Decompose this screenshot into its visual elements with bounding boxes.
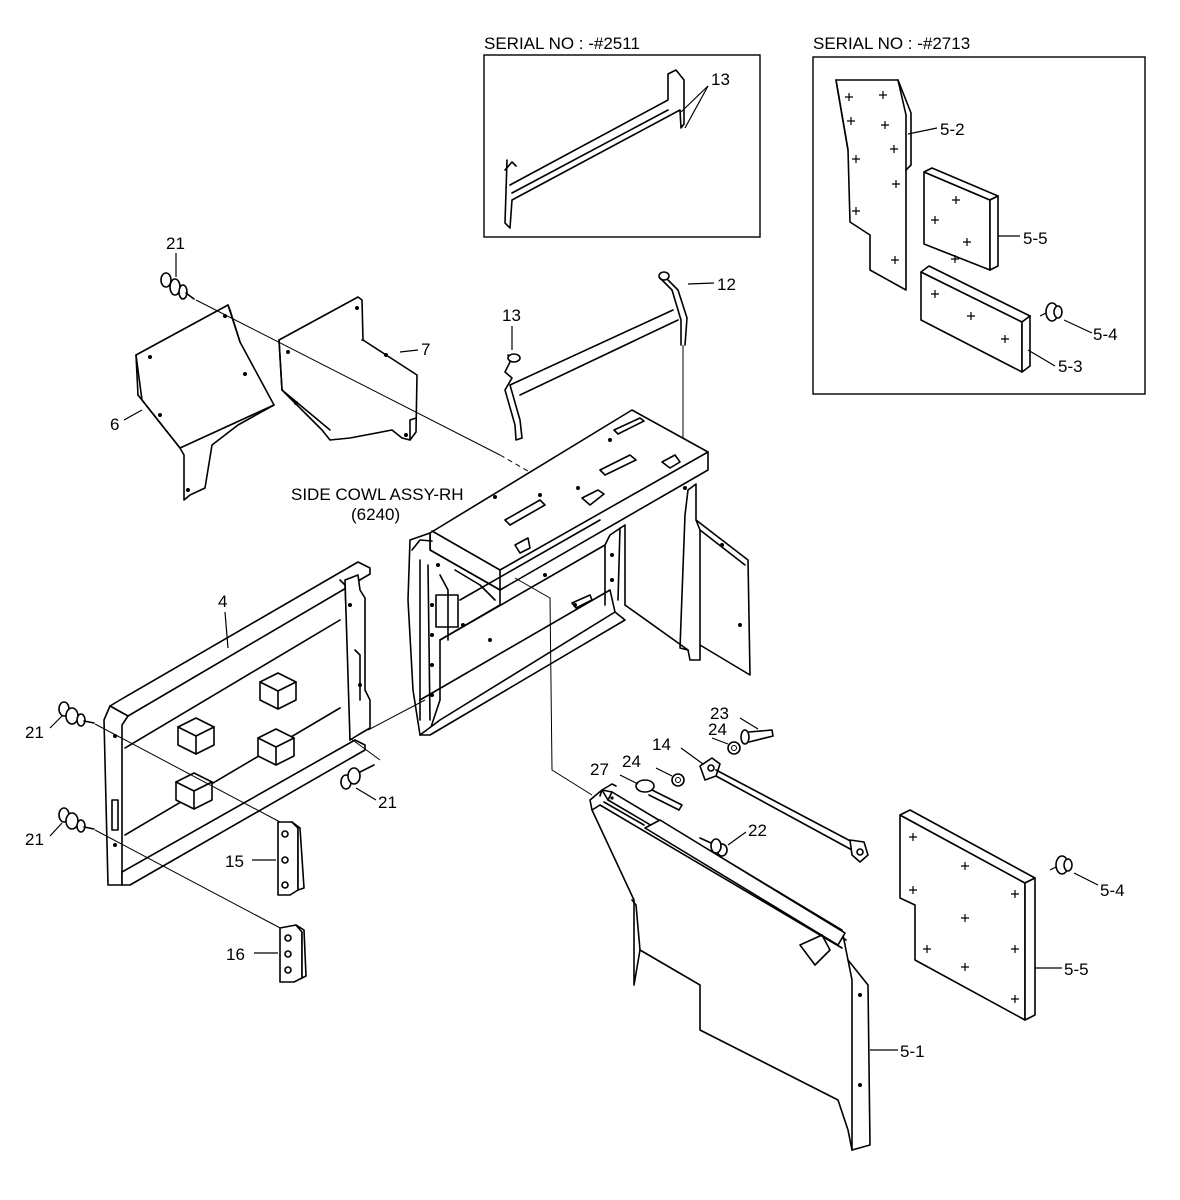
callout-5-1: 5-1 [900, 1042, 925, 1061]
part-13-rod [504, 309, 679, 441]
serial-label-2511: SERIAL NO : -#2511 [484, 34, 640, 53]
part-27-pin [619, 774, 683, 811]
part-21-bolt-right [340, 737, 381, 801]
callout-5-5-b: 5-5 [1064, 960, 1089, 979]
callout-15: 15 [225, 852, 244, 871]
callout-24-a: 24 [708, 720, 727, 739]
part-12-rod [658, 271, 715, 460]
callout-5-5-a: 5-5 [1023, 229, 1048, 248]
part-16-bracket [254, 924, 307, 983]
callout-5-4-b: 5-4 [1100, 881, 1125, 900]
part-5-1-cover [589, 783, 898, 1151]
part-4-plate [103, 561, 371, 886]
callout-16: 16 [226, 945, 245, 964]
callout-4: 4 [218, 592, 227, 611]
part-15-bracket [252, 821, 305, 896]
part-7-bracket [278, 296, 419, 441]
callout-21-right: 21 [378, 793, 397, 812]
callout-24-b: 24 [622, 752, 641, 771]
part-21-bolt-left-a [49, 701, 281, 823]
part-5-5-pad-small [923, 167, 999, 271]
part-23-bolt [739, 717, 774, 745]
callout-5-2: 5-2 [940, 120, 965, 139]
callout-13-a: 13 [711, 70, 730, 89]
callout-5-4-a: 5-4 [1093, 325, 1118, 344]
callout-6: 6 [110, 415, 119, 434]
callout-23: 23 [710, 704, 729, 723]
part-4-cube-2 [177, 717, 215, 755]
part-5-2-pad [835, 79, 912, 291]
part-4-cube-3 [257, 728, 295, 766]
serial-box-2713: SERIAL NO : -#2713 [812, 34, 1146, 395]
part-6-bracket [123, 304, 275, 501]
serial-label-2713: SERIAL NO : -#2713 [813, 34, 970, 53]
callout-22: 22 [748, 821, 767, 840]
part-4-cube-1 [259, 672, 297, 710]
callout-5-3: 5-3 [1058, 357, 1083, 376]
callout-21-top: 21 [166, 234, 185, 253]
part-21-bolt-top [160, 253, 195, 300]
callout-13-b: 13 [502, 306, 521, 325]
part-24-washer-a [711, 737, 741, 755]
part-5-3-pad [920, 265, 1031, 373]
callout-12: 12 [717, 275, 736, 294]
side-cowl-frame [407, 409, 751, 736]
part-24-washer-b [655, 767, 685, 787]
callout-7: 7 [421, 340, 430, 359]
part-21-bolt-left-b [49, 807, 285, 931]
assembly-code: (6240) [351, 505, 400, 524]
part-5-5-pad-large [899, 809, 1062, 1021]
callout-21-left-a: 21 [25, 723, 44, 742]
part-5-4-knob-a [1039, 302, 1063, 322]
serial-box-2511: SERIAL NO : -#2511 [483, 34, 761, 238]
callout-27: 27 [590, 760, 609, 779]
part-4-cube-4 [175, 772, 213, 810]
part-22-bolt [699, 831, 747, 857]
part-14-stay [680, 747, 869, 863]
assembly-name: SIDE COWL ASSY-RH [291, 485, 464, 504]
part-5-4-knob-b [1049, 855, 1099, 886]
callout-21-left-b: 21 [25, 830, 44, 849]
callout-14: 14 [652, 735, 671, 754]
